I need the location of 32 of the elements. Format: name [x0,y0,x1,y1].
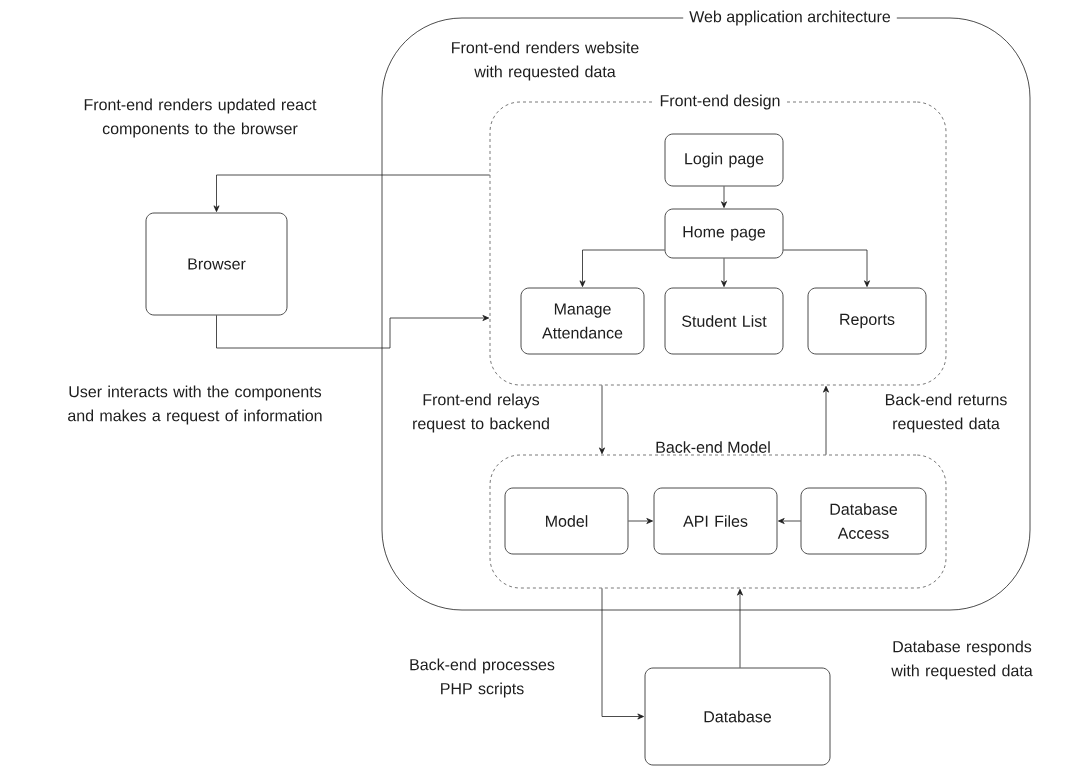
group-title: Back-end Model [649,440,777,454]
arrow [778,518,801,524]
process-box: Database Access [800,487,927,555]
group-title: Front-end design [653,93,787,111]
process-box: Database [644,667,831,766]
arrow [783,249,870,287]
process-box: Home page [664,208,784,259]
arrow [823,385,829,456]
arrow [601,587,644,720]
process-box: Student List [664,287,784,355]
group-title: Web application architecture [683,9,897,27]
arrow [213,174,491,212]
arrow [599,384,605,455]
arrow [721,186,727,208]
arrow [579,249,665,287]
arrow [628,518,653,524]
annotation-text: Back-end processes PHP scripts [410,658,555,698]
process-box: Manage Attendance [520,287,645,355]
arrow [721,258,727,287]
annotation-text: Back-end returns requested data [885,393,1007,433]
process-box: Login page [664,133,784,187]
annotation-text: Front-end renders website with requested data [452,41,639,81]
arrow [737,588,743,668]
process-box: Browser [145,212,288,316]
annotation-text: Front-end renders updated react components to the browser [84,98,317,138]
process-box: Reports [807,287,927,355]
process-box: Model [504,487,629,555]
arrow [216,315,490,349]
annotation-text: Front-end relays request to backend [413,393,549,433]
annotation-text: User interacts with the components and makes a request of information [68,385,322,425]
annotation-text: Database responds with requested data [891,640,1033,680]
process-box: API Files [653,487,778,555]
